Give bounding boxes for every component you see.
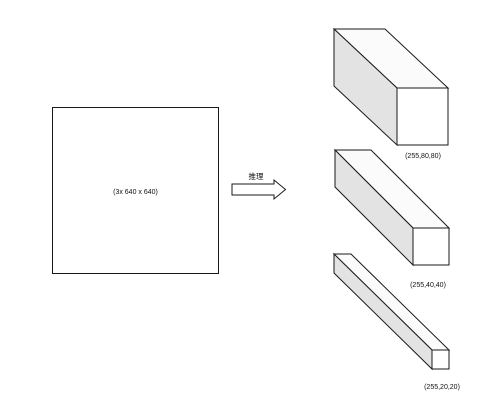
input-square: [52, 107, 219, 274]
output-large-front-face: [396, 87, 449, 146]
input-tensor: (3x 640 x 640): [52, 107, 219, 274]
hollow-arrow-icon: [231, 178, 287, 201]
output-tensor-small: (255,20,20): [332, 252, 460, 391]
output-medium-front-face: [412, 227, 450, 266]
output-small-top-face: [332, 253, 451, 351]
output-small-front-face: [431, 349, 450, 370]
output-small-side-face: [333, 252, 433, 371]
inference-arrow: 推理: [231, 171, 287, 201]
output-tensor-medium: (255,40,40): [333, 148, 451, 289]
output-tensor-large: (255,80,80): [332, 27, 450, 160]
input-label: (3x 640 x 640): [113, 189, 158, 196]
inference-label: 推理: [249, 171, 264, 181]
output-large-label: (255,80,80): [405, 153, 441, 160]
output-medium-label: (255,40,40): [410, 282, 446, 289]
output-small-label: (255,20,20): [424, 384, 460, 391]
